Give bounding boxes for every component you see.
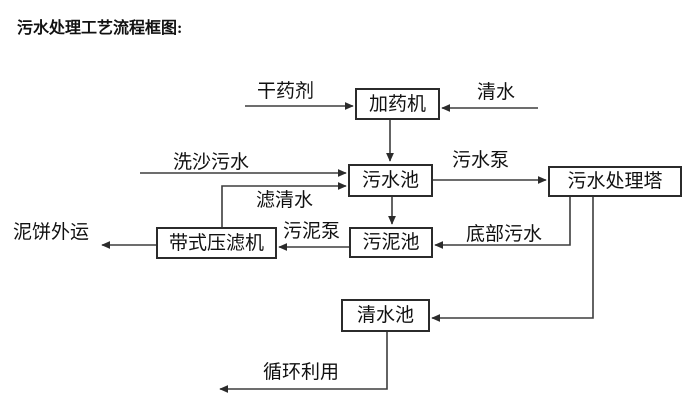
edge-label-sludge-pump: 污泥泵: [283, 221, 341, 242]
edge-label-sand-washing-sewage: 洗沙污水: [173, 152, 250, 173]
node-treatment-tower: 污水处理塔: [548, 166, 682, 197]
node-sewage-pool-label: 污水池: [361, 170, 419, 191]
node-sludge-pool-label: 污泥池: [362, 232, 420, 253]
node-sludge-pool: 污泥池: [349, 227, 433, 258]
edge-label-bottom-sewage: 底部污水: [466, 224, 543, 245]
edge-bottom-sewage-to-sludge-pool: [434, 197, 571, 249]
node-clear-water-pool-label: 清水池: [356, 305, 414, 326]
page-title: 污水处理工艺流程框图:: [17, 20, 183, 37]
edge-label-sewage-pump: 污水泵: [452, 150, 510, 171]
node-belt-filter-press-label: 带式压滤机: [168, 232, 264, 254]
node-clear-water-pool: 清水池: [341, 299, 430, 332]
node-dosing-machine: 加药机: [355, 88, 440, 120]
node-belt-filter-press: 带式压滤机: [156, 227, 277, 259]
edge-label-clean-water: 清水: [477, 82, 516, 103]
edge-label-dry-agent: 干药剂: [257, 81, 315, 102]
edge-clear-pool-to-recycle: [219, 332, 388, 393]
node-dosing-machine-label: 加药机: [368, 93, 426, 115]
node-sewage-pool: 污水池: [348, 164, 433, 197]
edge-tower-to-clear-pool: [431, 197, 594, 322]
edge-label-recycle-use: 循环利用: [263, 362, 340, 383]
edge-label-mud-cake-out: 泥饼外运: [13, 222, 90, 243]
edge-filtered-water-to-sewage-pool: [221, 182, 347, 227]
node-treatment-tower-label: 污水处理塔: [567, 171, 663, 192]
edge-label-filtered-water: 滤清水: [256, 190, 314, 211]
